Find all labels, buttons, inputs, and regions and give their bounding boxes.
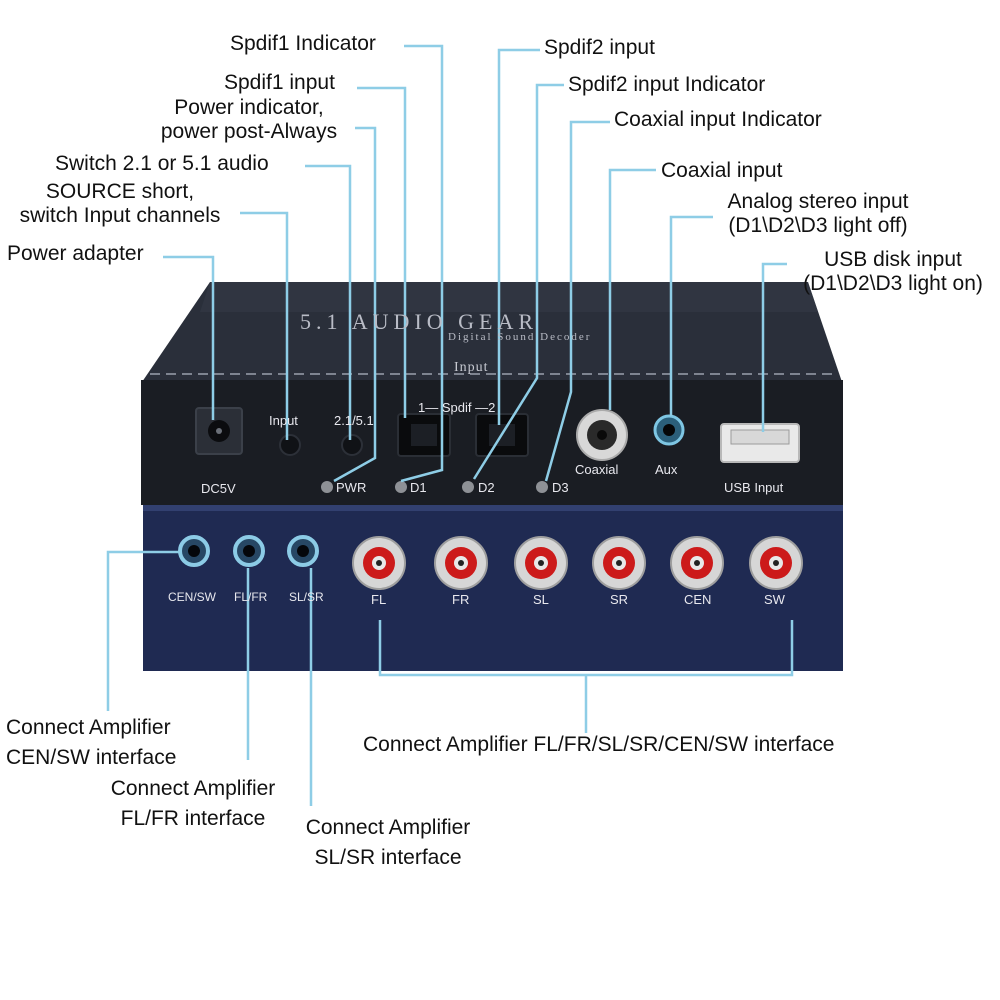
coaxial-port-pin: [597, 430, 607, 440]
callout-usb-input: USB disk input (D1\D2\D3 light on): [788, 248, 998, 296]
leader-coaxial-indicator: [544, 120, 610, 482]
d1-led-label: D1: [410, 480, 427, 495]
input-section-label: Input: [454, 360, 489, 375]
leader-switch-mode: [305, 164, 352, 440]
cen-sw-jack-label: CEN/SW: [168, 590, 216, 604]
callout-amp-flfr-line1: Connect Amplifier: [110, 777, 276, 800]
sl-sr-jack-label: SL/SR: [289, 590, 324, 604]
leader-power-adapter: [163, 255, 215, 420]
rca-fr-jack[interactable]: [434, 536, 488, 590]
callout-amp-censw: Connect Amplifier CEN/SW interface: [6, 713, 176, 773]
mode-button-label: 2.1/5.1: [334, 413, 374, 428]
rca-sw-jack[interactable]: [749, 536, 803, 590]
callout-spdif1-input: Spdif1 input: [224, 71, 335, 94]
input-button-label: Input: [269, 413, 298, 428]
fl-fr-jack-hole: [243, 545, 255, 557]
callout-amp-slsr: Connect Amplifier SL/SR interface: [291, 813, 485, 873]
callout-amp-all: Connect Amplifier FL/FR/SL/SR/CEN/SW int…: [363, 733, 835, 756]
leader-coaxial-input: [608, 168, 656, 410]
callout-coaxial-input: Coaxial input: [661, 159, 783, 182]
callout-amp-censw-line1: Connect Amplifier: [6, 716, 171, 739]
callout-analog-line2: (D1\D2\D3 light off): [728, 214, 908, 237]
cen-sw-jack-hole: [188, 545, 200, 557]
callout-coaxial-indicator: Coaxial input Indicator: [614, 108, 822, 131]
callout-source-line2: switch Input channels: [19, 204, 221, 227]
callout-source: SOURCE short, switch Input channels: [2, 180, 238, 228]
callout-amp-flfr-line2: FL/FR interface: [120, 807, 266, 830]
top-unit-lid-shade: [200, 282, 818, 312]
rca-fr-label: FR: [452, 592, 470, 607]
leader-usb: [761, 262, 787, 432]
rca-fl-jack[interactable]: [352, 536, 406, 590]
leader-spdif1-input: [357, 86, 407, 418]
callout-power-adapter: Power adapter: [7, 242, 144, 265]
callout-switch-mode: Switch 2.1 or 5.1 audio: [55, 152, 269, 175]
callout-amp-slsr-line2: SL/SR interface: [314, 846, 462, 869]
callout-usb-line1: USB disk input: [824, 248, 962, 271]
fl-fr-jack-label: FL/FR: [234, 590, 268, 604]
callout-amp-flfr: Connect Amplifier FL/FR interface: [96, 774, 290, 834]
device-subtitle: Digital Sound Decoder: [448, 331, 592, 343]
mode-switch-button[interactable]: [341, 434, 363, 456]
d3-led-label: D3: [552, 480, 569, 495]
d2-led-icon: [462, 481, 474, 493]
usb-port-tongue: [730, 429, 790, 445]
leader-amp-censw: [106, 550, 180, 711]
aux-port-label: Aux: [655, 462, 678, 477]
rca-fl-label: FL: [371, 592, 387, 607]
leader-spdif2-input: [497, 48, 540, 425]
rca-cen-jack[interactable]: [670, 536, 724, 590]
callout-amp-censw-line2: CEN/SW interface: [6, 746, 177, 769]
callout-usb-line2: (D1\D2\D3 light on): [803, 272, 983, 295]
pwr-led-icon: [321, 481, 333, 493]
callout-amp-slsr-line1: Connect Amplifier: [305, 816, 471, 839]
leader-spdif2-indicator: [472, 83, 564, 480]
coaxial-port-label: Coaxial: [575, 462, 619, 477]
rca-sr-label: SR: [610, 592, 629, 607]
rca-sw-label: SW: [764, 592, 785, 607]
spdif1-optical-inner: [411, 424, 437, 446]
leader-lines: [106, 44, 794, 806]
leader-spdif1-indicator: [400, 44, 444, 483]
callout-spdif2-input-indicator: Spdif2 input Indicator: [568, 73, 766, 96]
callout-power-indicator-line1: Power indicator,: [174, 96, 324, 119]
bottom-unit-highlight: [143, 505, 843, 511]
rca-cen-label: CEN: [684, 592, 712, 607]
d2-led-label: D2: [478, 480, 495, 495]
rca-sl-label: SL: [533, 592, 549, 607]
rca-sr-jack[interactable]: [592, 536, 646, 590]
bottom-unit-panel: [143, 505, 843, 671]
callout-analog-input: Analog stereo input (D1\D2\D3 light off): [712, 190, 924, 238]
d3-led-icon: [536, 481, 548, 493]
callout-spdif2-input: Spdif2 input: [544, 36, 655, 59]
leader-aux: [669, 215, 713, 416]
usb-port-label: USB Input: [724, 480, 784, 495]
input-button[interactable]: [279, 434, 301, 456]
callout-power-indicator-line2: power post-Always: [160, 120, 338, 143]
aux-port-hole: [663, 424, 675, 436]
dc5v-label: DC5V: [201, 481, 236, 496]
callout-spdif1-indicator: Spdif1 Indicator: [230, 32, 376, 55]
device-brand: 5.1 AUDIO GEAR: [300, 309, 539, 334]
leader-power-indicator: [333, 126, 377, 483]
dc-jack-pin: [216, 428, 222, 434]
spdif-label: 1— Spdif —2: [418, 400, 496, 415]
callout-source-line1: SOURCE short,: [45, 180, 195, 203]
d1-led-icon: [395, 481, 407, 493]
callout-power-indicator: Power indicator, power post-Always: [146, 96, 352, 144]
sl-sr-jack-hole: [297, 545, 309, 557]
pwr-led-label: PWR: [336, 480, 367, 495]
rca-sl-jack[interactable]: [514, 536, 568, 590]
leader-source: [240, 211, 289, 440]
callout-analog-line1: Analog stereo input: [727, 190, 909, 213]
